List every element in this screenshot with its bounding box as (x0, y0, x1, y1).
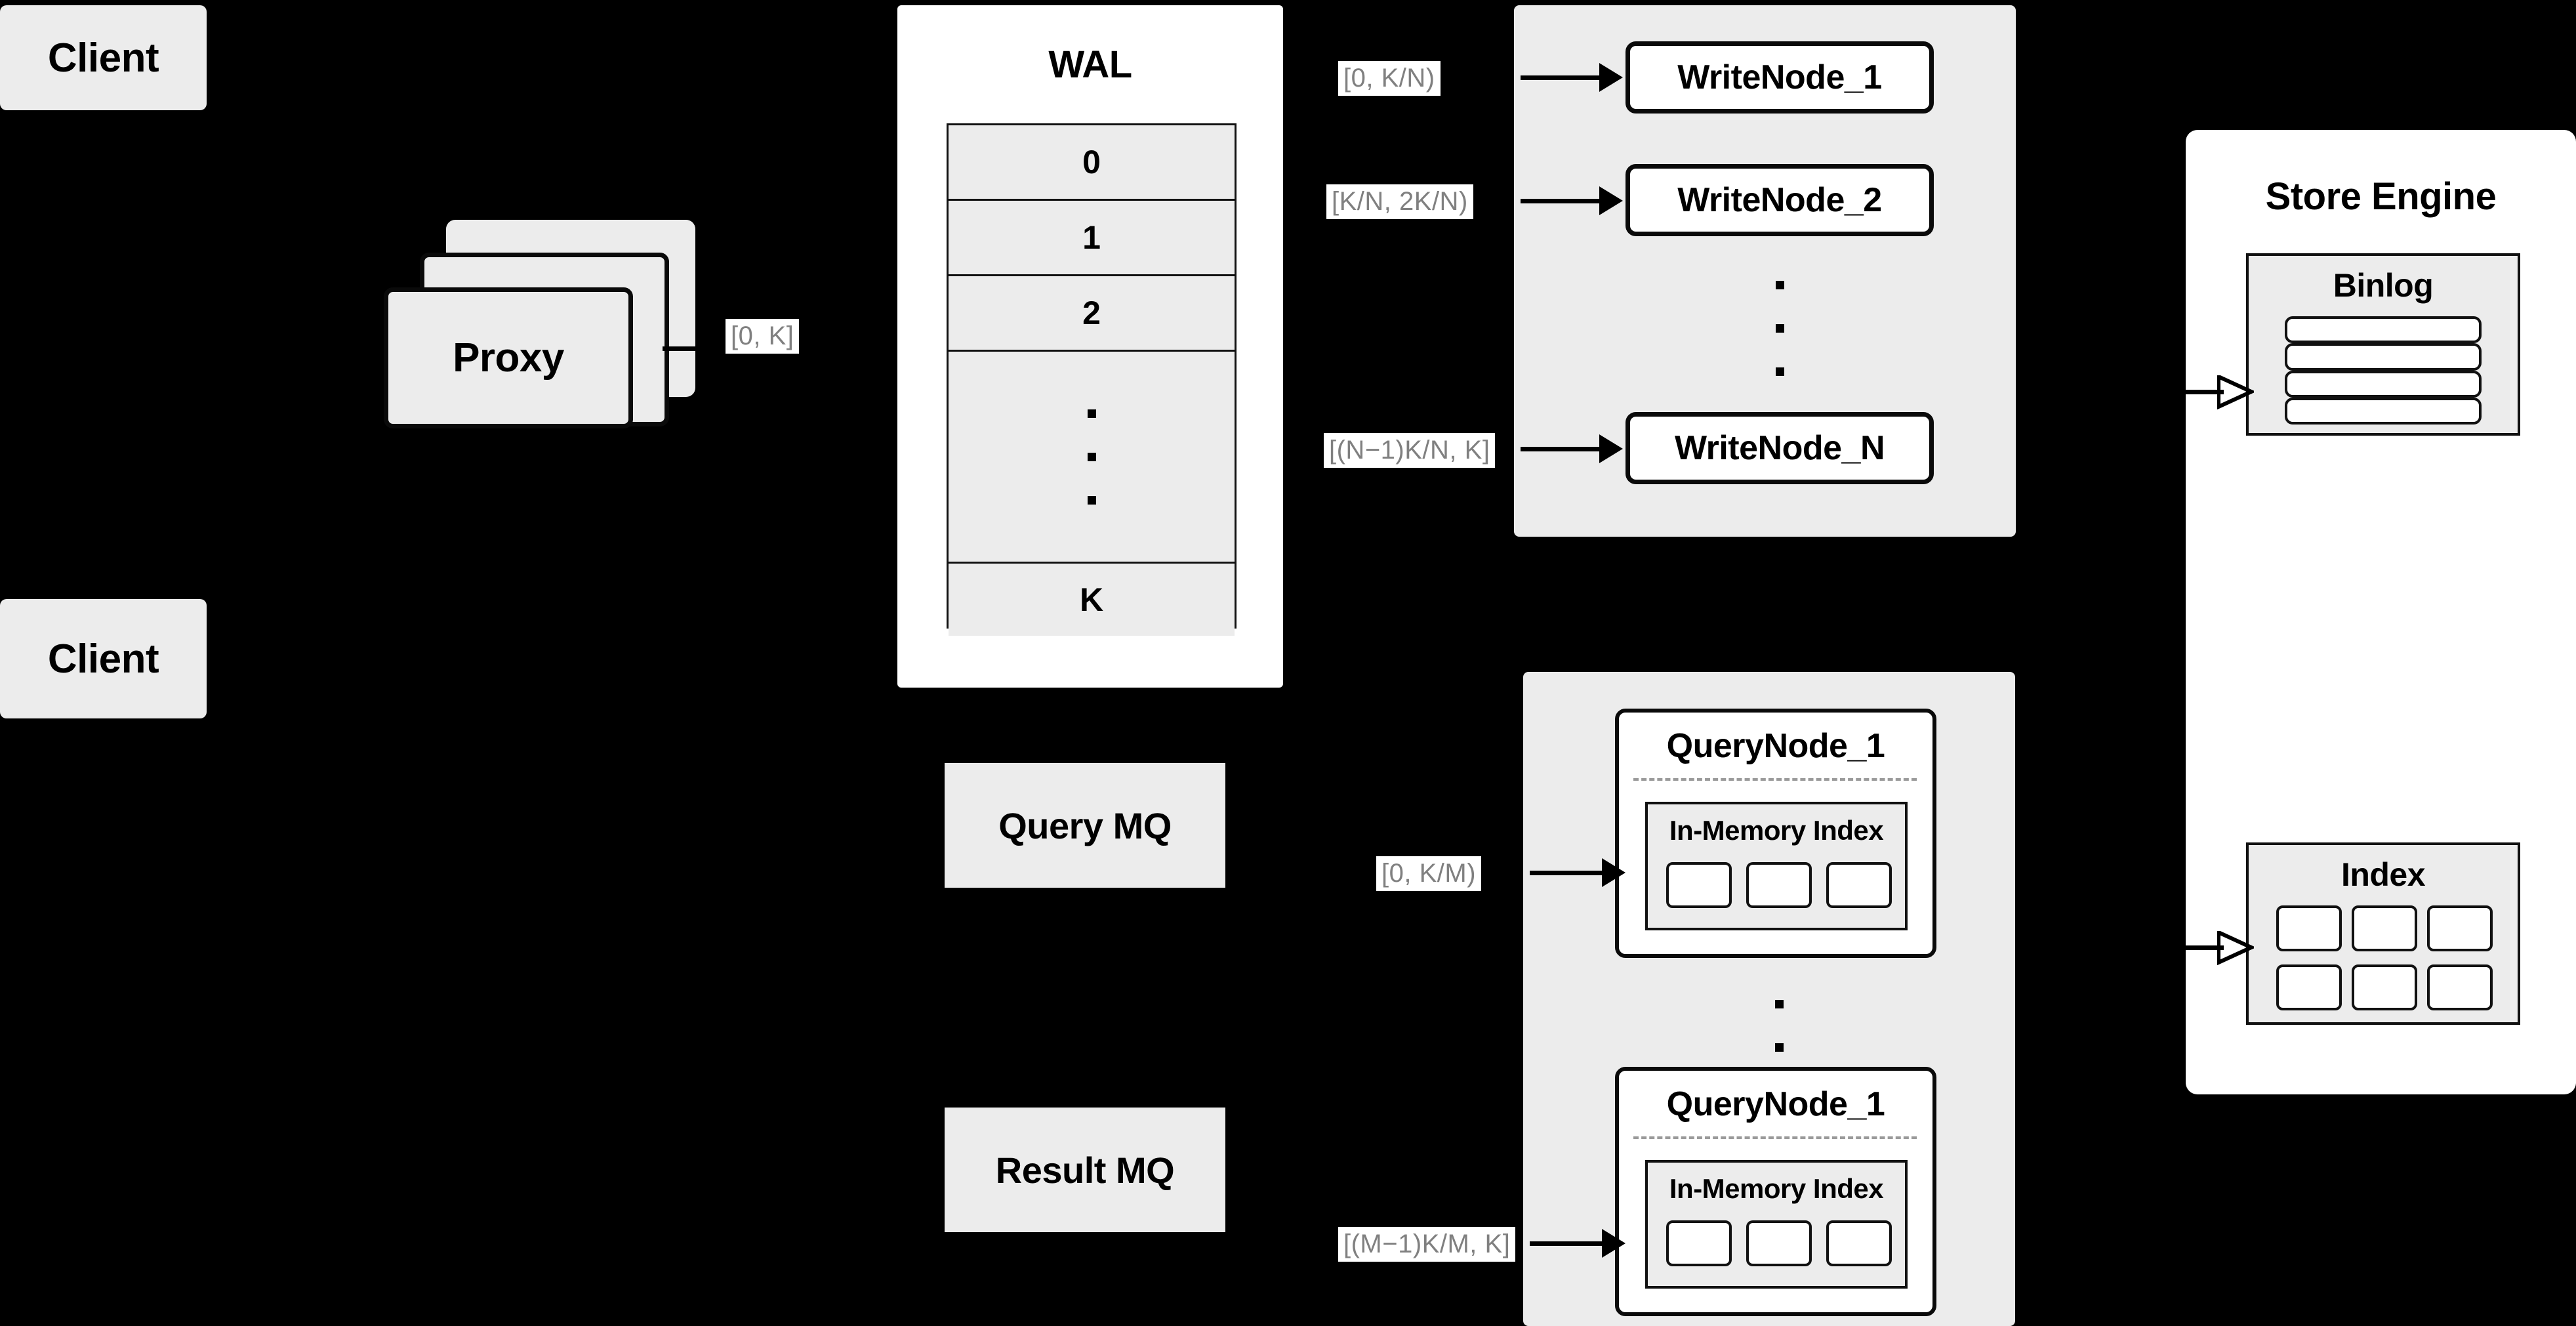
edge-label-write-node-1: [0, K/N) (1338, 61, 1441, 96)
arrow-head-icon (1602, 858, 1625, 887)
index-grid (2276, 905, 2493, 1010)
index-panel: Index (2246, 842, 2520, 1025)
arrow-head-icon (1602, 1229, 1625, 1258)
write-node-label: WriteNode_2 (1677, 181, 1882, 219)
edge-to-query-node-1 (1530, 871, 1602, 875)
query-mq-box[interactable]: Query MQ (945, 763, 1225, 888)
arrow-head-icon (1599, 186, 1623, 215)
index-grid-row (2276, 964, 2493, 1010)
wal-panel: WAL 0 1 2 K (897, 5, 1283, 688)
index-cell (2352, 905, 2417, 951)
wal-row: 2 (949, 276, 1235, 352)
arrow-head-icon (1599, 63, 1623, 92)
edge-to-binlog (2184, 390, 2224, 394)
wal-row: K (949, 564, 1235, 636)
in-memory-index-chip-row (1666, 862, 1892, 908)
store-engine-title: Store Engine (2265, 175, 2497, 218)
binlog-row-list (2285, 316, 2482, 425)
index-chip (1666, 862, 1732, 908)
index-chip (1826, 1220, 1892, 1266)
write-node-cluster-panel: WriteNode_1 WriteNode_2 WriteNode_N (1514, 5, 2016, 537)
write-node-label: WriteNode_1 (1677, 58, 1882, 96)
in-memory-index-title: In-Memory Index (1669, 1173, 1884, 1204)
edge-to-query-node-m (1530, 1241, 1602, 1246)
in-memory-index-box: In-Memory Index (1645, 1160, 1908, 1289)
index-cell (2276, 905, 2342, 951)
in-memory-index-box: In-Memory Index (1645, 802, 1908, 930)
edge-label-query-node-m: [(M−1)K/M, K] (1338, 1227, 1516, 1262)
ellipsis-dot (1087, 495, 1096, 505)
query-node-title: QueryNode_1 (1666, 727, 1885, 765)
edge-proxy-to-wal (663, 346, 715, 351)
vertical-ellipsis-icon (1730, 281, 1829, 376)
binlog-row (2285, 316, 2482, 344)
ellipsis-dot (1774, 1043, 1784, 1052)
binlog-row (2285, 370, 2482, 398)
edge-label-proxy-to-wal: [0, K] (726, 319, 800, 354)
wal-row: 0 (949, 125, 1235, 201)
proxy-card-front[interactable]: Proxy (384, 287, 633, 428)
index-chip (1826, 862, 1892, 908)
vertical-ellipsis-icon (1087, 409, 1096, 505)
client-box-1[interactable]: Client (0, 5, 207, 110)
index-cell (2427, 905, 2493, 951)
index-chip (1746, 862, 1812, 908)
open-arrow-head-icon (2217, 375, 2254, 409)
query-node-divider (1633, 778, 1917, 781)
index-chip (1746, 1220, 1812, 1266)
binlog-title: Binlog (2333, 267, 2434, 304)
edge-to-index (2184, 945, 2224, 950)
client-label: Client (47, 35, 159, 81)
wal-table: 0 1 2 K (947, 123, 1237, 636)
result-mq-label: Result MQ (995, 1149, 1175, 1191)
write-node-1[interactable]: WriteNode_1 (1625, 41, 1934, 114)
query-node-cluster-panel: QueryNode_1 In-Memory Index QueryNode_1 (1523, 672, 2015, 1326)
query-node-title: QueryNode_1 (1666, 1085, 1885, 1123)
ellipsis-dot (1775, 281, 1784, 289)
open-arrow-head-icon (2217, 931, 2254, 965)
ellipsis-dot (1775, 367, 1784, 376)
store-engine-panel: Store Engine Binlog Index (2186, 130, 2576, 1094)
edge-to-write-node-1 (1521, 75, 1599, 80)
index-cell (2427, 964, 2493, 1010)
binlog-panel: Binlog (2246, 253, 2520, 436)
write-node-label: WriteNode_N (1674, 429, 1885, 467)
wal-row-ellipsis (949, 352, 1235, 564)
write-node-n[interactable]: WriteNode_N (1625, 412, 1934, 484)
client-box-2[interactable]: Client (0, 599, 207, 718)
client-label: Client (47, 636, 159, 682)
arrow-head-icon (1599, 434, 1623, 463)
index-cell (2276, 964, 2342, 1010)
query-node-divider (1633, 1136, 1917, 1139)
wal-row: 1 (949, 201, 1235, 276)
index-title: Index (2341, 856, 2426, 893)
edge-to-write-node-n (1521, 447, 1599, 451)
ellipsis-dot (1087, 452, 1096, 461)
write-node-2[interactable]: WriteNode_2 (1625, 164, 1934, 236)
edge-label-query-node-1: [0, K/M) (1376, 856, 1482, 891)
edge-label-write-node-n: [(N−1)K/N, K] (1324, 433, 1496, 468)
edge-label-write-node-2: [K/N, 2K/N) (1326, 184, 1473, 219)
query-mq-label: Query MQ (998, 804, 1172, 846)
index-grid-row (2276, 905, 2493, 951)
result-mq-box[interactable]: Result MQ (945, 1108, 1225, 1232)
index-cell (2352, 964, 2417, 1010)
ellipsis-dot (1775, 324, 1784, 333)
proxy-label: Proxy (453, 335, 564, 381)
binlog-row (2285, 343, 2482, 371)
binlog-row (2285, 397, 2482, 425)
in-memory-index-title: In-Memory Index (1669, 815, 1884, 846)
query-node-1[interactable]: QueryNode_1 In-Memory Index (1615, 709, 1936, 958)
in-memory-index-chip-row (1666, 1220, 1892, 1266)
edge-to-write-node-2 (1521, 199, 1599, 203)
query-node-m[interactable]: QueryNode_1 In-Memory Index (1615, 1067, 1936, 1316)
ellipsis-dot (1774, 1000, 1784, 1008)
index-chip (1666, 1220, 1732, 1266)
wal-title: WAL (1048, 43, 1132, 86)
ellipsis-dot (1087, 409, 1096, 418)
